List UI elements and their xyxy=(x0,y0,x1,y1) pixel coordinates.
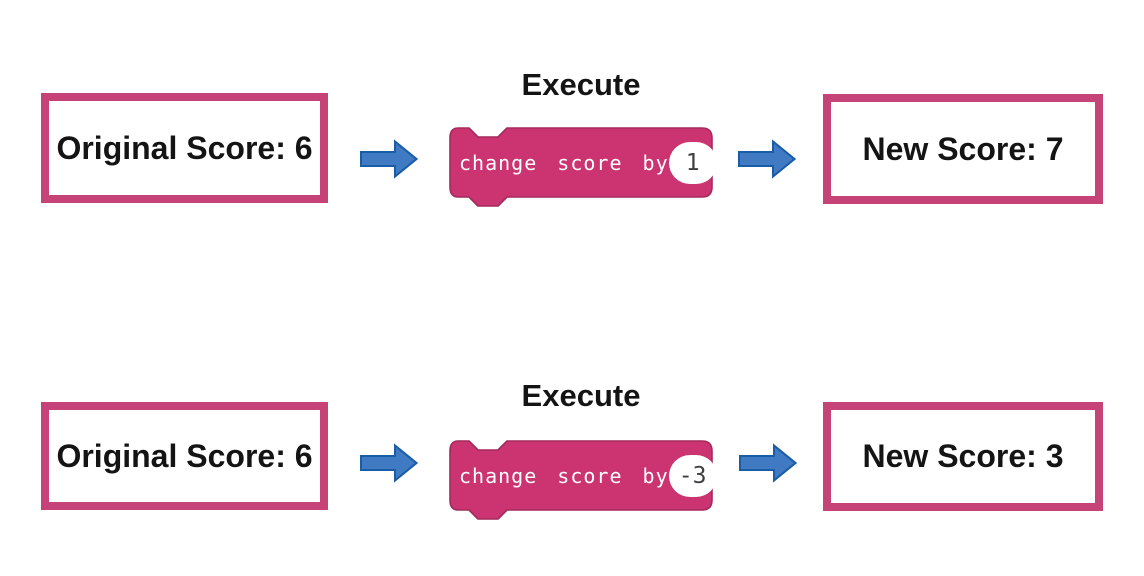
new-score-text-row2: New Score: 3 xyxy=(862,438,1064,474)
original-score-box-row1: Original Score: 6 xyxy=(41,93,328,203)
block-label-row1: change score by xyxy=(459,150,669,175)
original-score-box-row2: Original Score: 6 xyxy=(41,402,328,510)
block-content-row1: change score by 1 xyxy=(449,127,717,198)
new-score-box-row1: New Score: 7 xyxy=(823,94,1103,204)
block-value-row2: -3 xyxy=(678,462,707,489)
change-score-block-row2: change score by -3 xyxy=(449,440,717,521)
arrow-right-icon xyxy=(739,443,797,483)
scratch-block-shape-icon xyxy=(449,127,713,207)
arrow-right-icon xyxy=(738,139,796,179)
block-value-oval-row2: -3 xyxy=(668,454,717,497)
new-score-text-row1: New Score: 7 xyxy=(862,130,1064,167)
block-value-row1: 1 xyxy=(685,149,700,176)
original-score-text-row1: Original Score: 6 xyxy=(56,129,313,166)
execute-label-row2: Execute xyxy=(521,378,641,413)
new-score-box-row2: New Score: 3 xyxy=(823,402,1103,511)
change-score-block-row1: change score by 1 xyxy=(449,127,717,208)
scratch-block-shape-icon xyxy=(449,440,713,520)
arrow-right-icon xyxy=(360,139,418,179)
block-content-row2: change score by -3 xyxy=(449,440,717,511)
block-label-row2: change score by xyxy=(459,463,669,488)
arrow-right-icon xyxy=(360,443,418,483)
original-score-text-row2: Original Score: 6 xyxy=(56,437,313,474)
block-value-oval-row1: 1 xyxy=(668,141,717,184)
execute-label-row1: Execute xyxy=(521,67,641,102)
